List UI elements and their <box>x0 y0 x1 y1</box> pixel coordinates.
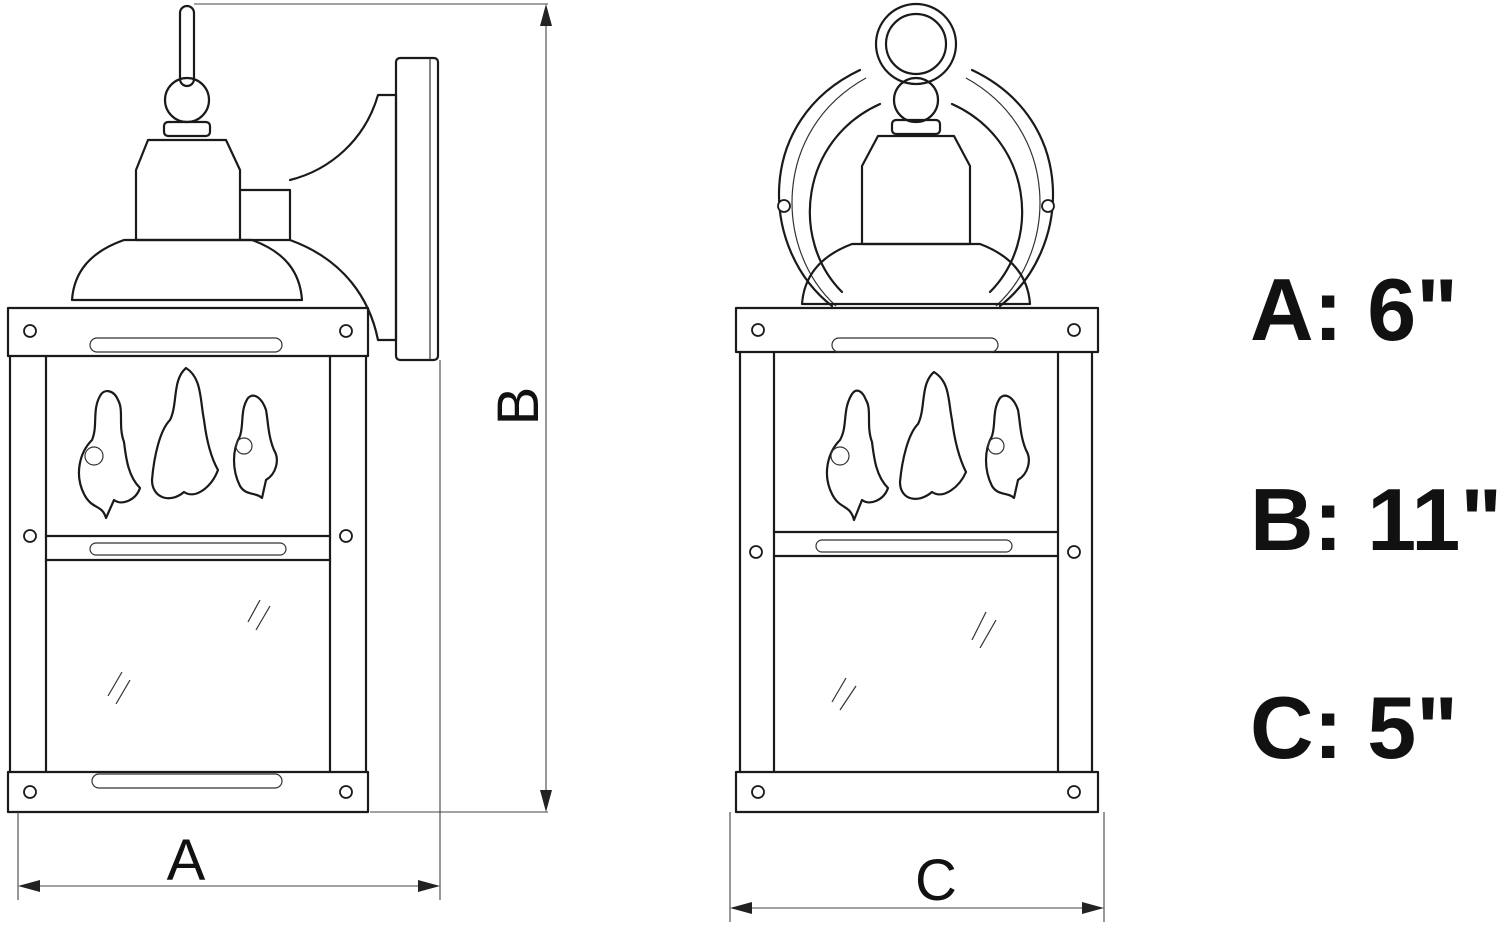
spec-c: C: 5" <box>1250 678 1458 777</box>
chimney <box>134 138 242 242</box>
front-bottom-band <box>734 770 1100 814</box>
wall-arm <box>238 188 292 242</box>
wall-plate <box>394 56 440 362</box>
dimension-c-line <box>729 812 1105 922</box>
front-cap <box>800 242 1032 306</box>
flame-decoration <box>77 366 278 520</box>
spec-a: A: 6" <box>1250 260 1458 359</box>
front-top-band <box>734 306 1100 354</box>
finial-collar <box>162 120 212 138</box>
top-band <box>6 306 370 358</box>
front-view-lantern <box>734 2 1100 814</box>
label-c: C <box>915 848 957 913</box>
hanging-rod <box>178 4 196 88</box>
dimension-b-line <box>194 3 552 813</box>
back-plate-right <box>970 68 1055 308</box>
cap <box>70 238 304 302</box>
dimension-a-line <box>17 360 441 900</box>
label-b: B <box>486 387 551 426</box>
top-band-slot <box>89 337 283 353</box>
front-flame-decoration <box>825 370 1030 522</box>
bottom-band <box>6 770 370 814</box>
label-a: A <box>167 828 206 893</box>
spec-b: B: 11" <box>1250 470 1500 569</box>
front-chimney <box>860 134 972 246</box>
hanging-ring <box>874 2 958 86</box>
side-view-lantern <box>6 4 440 814</box>
middle-band-slot <box>89 542 287 556</box>
arm-bracket <box>288 93 398 342</box>
back-plate-left <box>777 68 862 308</box>
top-finial <box>163 76 211 124</box>
